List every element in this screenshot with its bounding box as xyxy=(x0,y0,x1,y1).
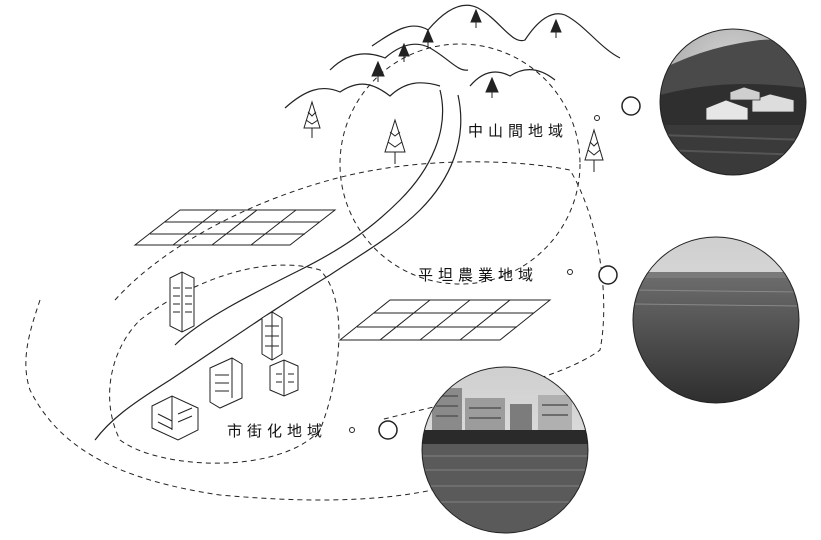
building-icon xyxy=(261,311,283,361)
building-icon xyxy=(209,357,243,409)
tree-icon xyxy=(384,118,406,164)
connector-dot xyxy=(349,427,355,433)
ring-marker xyxy=(598,265,618,285)
photo-mountain-village xyxy=(660,29,806,175)
tree-icon xyxy=(584,128,604,172)
rice-field-grid-icon xyxy=(133,209,337,246)
photo-urban-area xyxy=(422,367,588,533)
ring-marker xyxy=(621,96,641,116)
tree-icon xyxy=(398,42,410,62)
building-icon xyxy=(151,395,199,441)
tree-icon xyxy=(550,18,562,38)
connector-dot xyxy=(594,115,600,121)
photo-flat-farmland xyxy=(633,237,799,403)
building-icon xyxy=(269,359,299,397)
tree-icons xyxy=(303,8,604,172)
zone-label-urban: 市街化地域 xyxy=(227,422,328,440)
tree-icon xyxy=(371,60,385,82)
river-icon xyxy=(94,89,462,441)
ring-marker xyxy=(378,420,398,440)
rice-field-grid-icon xyxy=(338,299,552,341)
connector-dot xyxy=(567,269,573,275)
tree-icon xyxy=(470,8,482,28)
tree-icon xyxy=(422,28,434,48)
building-icon xyxy=(169,271,195,333)
tree-icon xyxy=(303,100,321,138)
zone-markers xyxy=(349,96,641,440)
zone-label-mountain: 中山間地域 xyxy=(468,122,569,140)
mountain-ridges xyxy=(284,4,621,109)
tree-icon xyxy=(485,76,499,98)
zone-label-plain: 平坦農業地域 xyxy=(418,266,539,284)
